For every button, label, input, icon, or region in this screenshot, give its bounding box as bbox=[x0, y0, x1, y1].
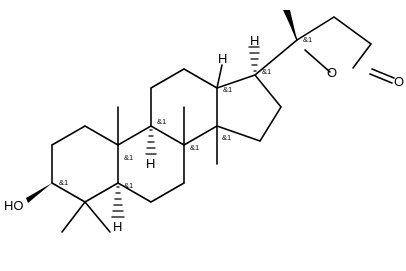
bond bbox=[216, 74, 256, 89]
hydroxyl-label: HO bbox=[4, 198, 24, 213]
h-c8-label: H bbox=[218, 51, 227, 66]
bond bbox=[117, 125, 152, 146]
bond bbox=[369, 73, 393, 84]
stereo-label: &1 bbox=[262, 67, 271, 76]
bond bbox=[150, 182, 185, 203]
bond bbox=[259, 106, 282, 142]
bond bbox=[216, 125, 261, 142]
bond bbox=[183, 125, 218, 146]
h-c5-label: H bbox=[113, 219, 122, 234]
bond bbox=[352, 43, 372, 69]
atom-labels: HO O O H H H H bbox=[4, 33, 404, 234]
bond bbox=[254, 74, 282, 108]
bond bbox=[84, 182, 119, 203]
bond bbox=[51, 182, 86, 203]
ring-oxygen-label: O bbox=[327, 65, 337, 80]
stereo-label: &1 bbox=[157, 117, 166, 126]
h-c17-label: H bbox=[250, 33, 259, 48]
bond bbox=[254, 39, 298, 76]
h-c9-label: H bbox=[146, 156, 155, 171]
stereo-label: &1 bbox=[190, 143, 199, 152]
stereo-label: &1 bbox=[222, 133, 231, 142]
bond bbox=[304, 49, 331, 73]
bond bbox=[150, 125, 185, 146]
bond bbox=[371, 68, 395, 79]
ring-d bbox=[216, 74, 282, 142]
lactone-ring bbox=[254, 10, 395, 84]
stereo-label: &1 bbox=[303, 35, 312, 44]
bond bbox=[296, 16, 335, 41]
bond bbox=[51, 125, 86, 146]
stereo-label: &1 bbox=[124, 153, 133, 162]
methyl-c4-a bbox=[61, 201, 86, 233]
bond bbox=[333, 16, 372, 45]
stereo-label: &1 bbox=[59, 178, 68, 187]
wedge-bond-methyl bbox=[283, 10, 297, 40]
carbonyl-oxygen-label: O bbox=[394, 74, 404, 89]
bond bbox=[117, 182, 152, 203]
bond-to-h8 bbox=[216, 64, 223, 89]
wedge-bond-ho bbox=[26, 183, 52, 203]
bond bbox=[84, 125, 119, 146]
bond bbox=[183, 68, 218, 89]
ring-c bbox=[150, 68, 218, 146]
hash-bond-h17 bbox=[248, 46, 260, 72]
ring-b bbox=[117, 125, 185, 203]
stereo-label: &1 bbox=[124, 181, 133, 190]
bond bbox=[150, 68, 185, 89]
ring-a bbox=[51, 125, 119, 203]
hash-bond-h9 bbox=[145, 129, 157, 155]
methyl-groups bbox=[61, 106, 218, 233]
stereo-label: &1 bbox=[223, 85, 232, 94]
stereo-descriptors: &1 &1 &1 &1 &1 &1 &1 &1 &1 bbox=[59, 35, 312, 190]
hash-bond-h5 bbox=[111, 186, 125, 218]
methyl-c4-b bbox=[84, 201, 111, 233]
